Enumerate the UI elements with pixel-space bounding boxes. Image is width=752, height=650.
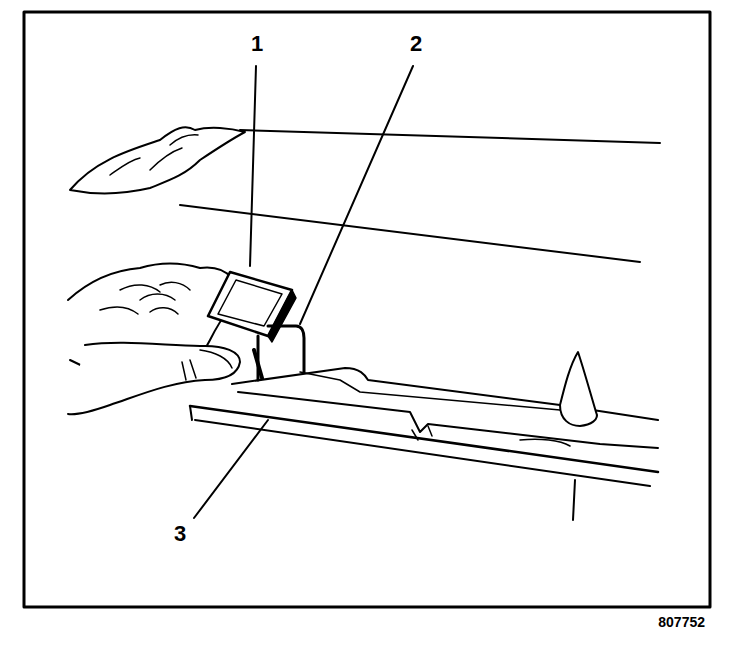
thumbnail bbox=[200, 350, 232, 368]
retainer-tab bbox=[560, 352, 597, 426]
frame bbox=[24, 12, 710, 607]
callout-number: 2 bbox=[410, 33, 422, 55]
upper-hand bbox=[70, 127, 245, 193]
finger-crease bbox=[100, 282, 190, 314]
leader-line bbox=[194, 420, 268, 518]
thumb-crease bbox=[182, 360, 196, 380]
molding-groove bbox=[300, 372, 560, 410]
leader-line bbox=[300, 66, 413, 324]
clip-face bbox=[218, 280, 282, 326]
callout-number: 3 bbox=[174, 523, 186, 545]
molding-edge bbox=[190, 406, 192, 420]
molding-joint bbox=[412, 426, 432, 440]
leader-line bbox=[250, 66, 256, 266]
callout-number: 1 bbox=[251, 33, 263, 55]
figure-id: 807752 bbox=[658, 615, 705, 629]
wire-retainer bbox=[254, 350, 262, 378]
hand-detail bbox=[110, 135, 198, 175]
clip-edge bbox=[268, 290, 296, 342]
thumb bbox=[68, 343, 240, 414]
wire-retainer bbox=[258, 326, 304, 380]
molding-line bbox=[573, 480, 575, 520]
molding-detail bbox=[520, 439, 570, 446]
panel-line bbox=[180, 205, 640, 262]
panel-line bbox=[240, 130, 660, 143]
